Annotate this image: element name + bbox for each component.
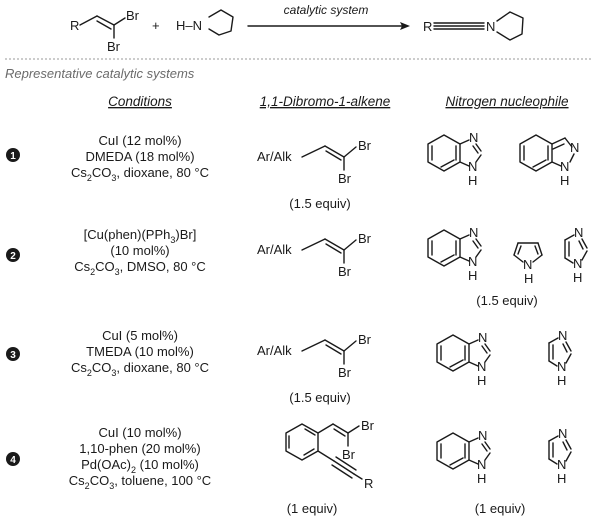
imidazole-structure	[548, 327, 572, 389]
condition-line: CuI (12 mol%)	[98, 133, 181, 148]
condition-line: TMEDA (10 mol%)	[86, 344, 194, 359]
row-badge	[6, 148, 20, 162]
bromine-label: Br	[358, 332, 372, 347]
benzimidazole-structure	[427, 224, 482, 284]
alkene-row-3: Ar/Alk Br Br (1.5 equiv)	[257, 332, 372, 405]
nitrogen-label: N	[486, 19, 495, 34]
bromine-label: Br	[126, 8, 140, 23]
column-headers: Conditions 1,1-Dibromo-1-alkene Nitrogen…	[108, 94, 568, 109]
general-scheme: R Br Br + H–N catalytic system R N	[70, 3, 524, 54]
product-ynamine: R N	[423, 11, 524, 41]
plus-sign: +	[152, 18, 160, 33]
row-number: 4	[10, 455, 16, 466]
nucleophile-equiv: (1.5 equiv)	[476, 293, 537, 308]
alkene-substituent: Ar/Alk	[257, 343, 292, 358]
bromine-label: Br	[342, 447, 356, 462]
condition-line: Cs2CO3, DMSO, 80 °C	[74, 259, 206, 277]
nucleophile-row-1	[427, 129, 581, 189]
bromine-label: Br	[338, 365, 352, 380]
row-badge	[6, 248, 20, 262]
condition-line: Cs2CO3, toluene, 100 °C	[69, 473, 211, 491]
row-badge	[6, 452, 20, 466]
nucleophile-equiv: (1 equiv)	[475, 501, 526, 516]
reactant-dibromoalkene: R Br Br	[70, 8, 140, 54]
bromine-label: Br	[338, 264, 352, 279]
conditions-column: CuI (12 mol%)DMEDA (18 mol%)Cs2CO3, diox…	[69, 133, 211, 491]
row-number: 2	[10, 251, 16, 262]
row-number-badges: 1 2 3 4	[6, 148, 20, 466]
alkene-equiv: (1.5 equiv)	[289, 390, 350, 405]
bromine-label: Br	[358, 138, 372, 153]
bromine-label: Br	[338, 171, 352, 186]
amine-label: H–N	[176, 18, 202, 33]
condition-line: Pd(OAc)2 (10 mol%)	[81, 457, 199, 475]
alkene-substituent: Ar/Alk	[257, 149, 292, 164]
alkene-substituent: Ar/Alk	[257, 242, 292, 257]
alkene-row-2: Ar/Alk Br Br	[257, 231, 372, 279]
indazole-structure	[519, 134, 581, 189]
nucleophile-row-3	[436, 327, 572, 389]
benzimidazole-structure	[436, 329, 491, 389]
imidazole-structure	[564, 224, 588, 286]
pyrrole-structure	[513, 242, 543, 287]
nucleophile-row-4: (1 equiv)	[436, 425, 572, 516]
row-number: 1	[10, 151, 16, 162]
substituent-r: R	[364, 476, 373, 491]
substituent-r: R	[423, 19, 432, 34]
row-number: 3	[10, 350, 16, 361]
header-nucleophile: Nitrogen nucleophile	[445, 94, 568, 109]
condition-line: DMEDA (18 mol%)	[85, 149, 194, 164]
benzimidazole-structure	[427, 129, 482, 189]
condition-line: CuI (5 mol%)	[102, 328, 178, 343]
header-conditions: Conditions	[108, 94, 172, 109]
bromine-label: Br	[361, 418, 375, 433]
alkene-equiv: (1.5 equiv)	[289, 196, 350, 211]
arrow-label: catalytic system	[284, 3, 369, 17]
section-title: Representative catalytic systems	[5, 66, 195, 81]
row-badge	[6, 347, 20, 361]
condition-line: Cs2CO3, dioxane, 80 °C	[71, 360, 209, 378]
bromine-label: Br	[107, 39, 121, 54]
alkene-row-1: Ar/Alk Br Br (1.5 equiv)	[257, 138, 372, 211]
benzimidazole-structure	[436, 427, 491, 487]
condition-line: (10 mol%)	[110, 243, 169, 258]
bromine-label: Br	[358, 231, 372, 246]
alkene-equiv: (1 equiv)	[287, 501, 338, 516]
condition-line: CuI (10 mol%)	[98, 425, 181, 440]
imidazole-structure	[548, 425, 572, 487]
condition-line: 1,10-phen (20 mol%)	[79, 441, 200, 456]
condition-line: [Cu(phen)(PPh3)Br]	[84, 227, 197, 245]
header-alkene: 1,1-Dibromo-1-alkene	[260, 94, 391, 109]
reactant-pyrrolidine: H–N	[176, 9, 234, 36]
alkene-row-4: Br Br R (1 equiv)	[285, 418, 375, 516]
reaction-arrow: catalytic system	[247, 3, 410, 30]
condition-line: Cs2CO3, dioxane, 80 °C	[71, 165, 209, 183]
substituent-r: R	[70, 18, 79, 33]
nucleophile-row-2: (1.5 equiv)	[427, 224, 588, 308]
